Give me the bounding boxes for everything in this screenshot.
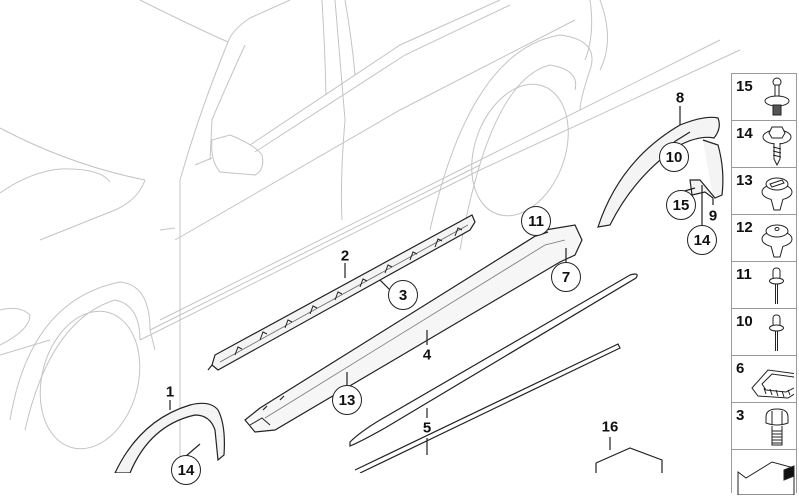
legend-number: 12 bbox=[736, 219, 753, 236]
legend-number: 10 bbox=[736, 313, 753, 330]
part-label: 5 bbox=[422, 419, 432, 437]
clip-bracket-icon bbox=[751, 369, 794, 399]
legend-number: 14 bbox=[736, 125, 753, 142]
legend-cell-3: 3 bbox=[732, 402, 796, 449]
legend-cell-12: 12 bbox=[732, 214, 796, 261]
callout-circle: 13 bbox=[332, 385, 362, 415]
part-2-mounting-rail bbox=[207, 214, 476, 371]
hex-bolt-icon bbox=[765, 408, 789, 446]
callout-circle: 14 bbox=[171, 455, 201, 485]
parts-drawing bbox=[114, 106, 724, 473]
expansion-clip-icon bbox=[761, 224, 793, 258]
legend-cell-13: 13 bbox=[732, 167, 796, 214]
part-5-trim-strips bbox=[349, 273, 638, 473]
legend-number: 13 bbox=[736, 172, 753, 189]
blind-rivet-icon bbox=[769, 314, 784, 351]
part-label: 16 bbox=[601, 418, 619, 436]
callout-circle: 14 bbox=[687, 225, 717, 255]
part-label: 8 bbox=[675, 89, 685, 107]
part-8-rear-wheel-arch bbox=[597, 106, 720, 228]
blind-rivet-icon bbox=[769, 267, 784, 304]
part-1-front-wheel-arch bbox=[114, 400, 225, 473]
callout-circle: 3 bbox=[388, 280, 418, 310]
callout-circle: 11 bbox=[521, 206, 551, 236]
legend-cell-6: 6 bbox=[732, 355, 796, 402]
part-4-sill-cover bbox=[244, 224, 583, 433]
legend-number: 3 bbox=[736, 407, 745, 424]
part-label: 4 bbox=[422, 346, 432, 364]
fastener-legend-panel: 15 14 13 12 11 10 6 bbox=[731, 73, 797, 495]
legend-cell-14: 14 bbox=[732, 120, 796, 167]
car-outline-drawing bbox=[0, 0, 741, 473]
push-pin-rivet-icon bbox=[764, 77, 790, 116]
gasket-icon bbox=[737, 461, 795, 495]
part-16-box bbox=[595, 437, 663, 473]
legend-number: 6 bbox=[736, 360, 745, 377]
slotted-expansion-clip-icon bbox=[761, 177, 793, 211]
legend-cell-10: 10 bbox=[732, 308, 796, 355]
legend-number: 11 bbox=[736, 266, 752, 283]
callout-circle: 7 bbox=[551, 262, 581, 292]
legend-cell-11: 11 bbox=[732, 261, 796, 308]
part-label: 1 bbox=[165, 383, 175, 401]
callout-circle: 15 bbox=[666, 190, 696, 220]
legend-number: 15 bbox=[736, 78, 753, 95]
legend-cell-15: 15 bbox=[732, 73, 796, 120]
callout-circle: 10 bbox=[659, 142, 689, 172]
part-label: 2 bbox=[340, 247, 350, 265]
part-label: 9 bbox=[708, 207, 718, 225]
part-9-bracket bbox=[689, 139, 724, 225]
hex-screw-icon bbox=[762, 126, 792, 166]
